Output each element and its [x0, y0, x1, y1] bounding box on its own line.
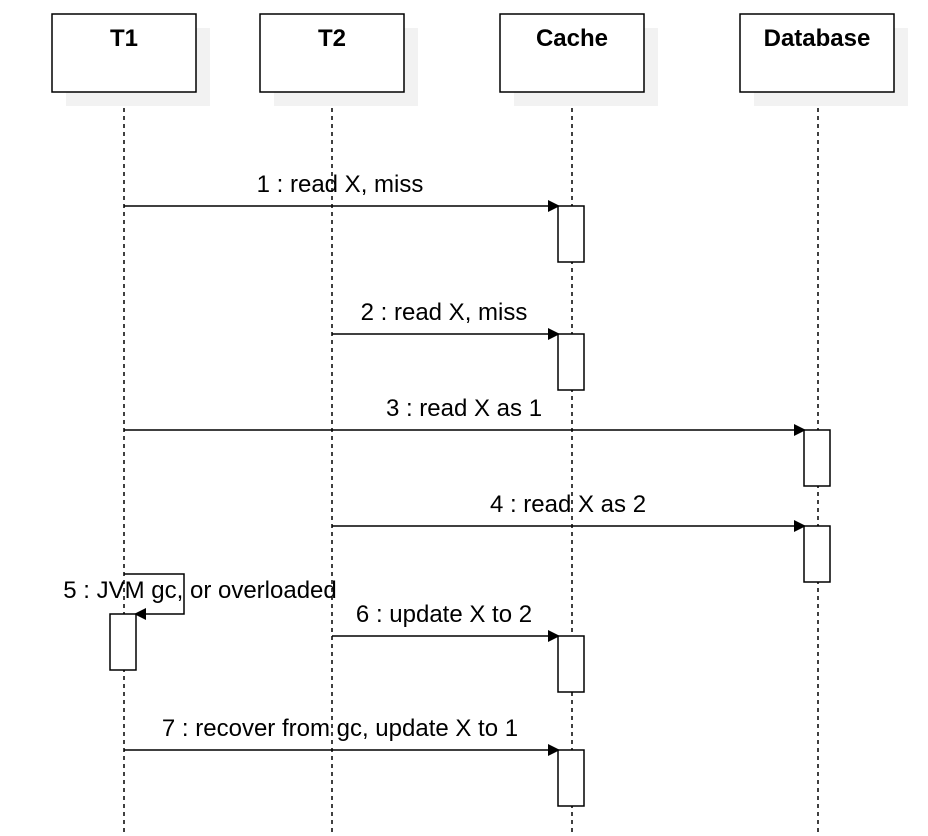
- message-7[interactable]: 7 : recover from gc, update X to 1: [124, 715, 560, 756]
- activation-cache-2: [557, 333, 585, 391]
- actor-database[interactable]: Database: [739, 13, 908, 106]
- actor-label: Cache: [536, 25, 608, 52]
- actor-label: T1: [110, 25, 138, 52]
- message-label: 2 : read X, miss: [361, 299, 528, 326]
- message-4[interactable]: 4 : read X as 2: [332, 491, 806, 532]
- message-2[interactable]: 2 : read X, miss: [332, 299, 560, 340]
- activation-database-4: [803, 525, 831, 583]
- actor-box: [51, 13, 197, 93]
- message-label: 7 : recover from gc, update X to 1: [162, 715, 518, 742]
- activation-cache-1: [557, 205, 585, 263]
- message-label: 3 : read X as 1: [386, 395, 542, 422]
- actor-box: [739, 13, 895, 93]
- actor-t2[interactable]: T2: [259, 13, 418, 106]
- activation-t1-5: [109, 613, 137, 671]
- message-arrow: [124, 573, 185, 620]
- actor-label: T2: [318, 25, 346, 52]
- actor-box: [259, 13, 405, 93]
- message-5[interactable]: 5 : JVM gc, or overloaded: [63, 573, 337, 620]
- message-6[interactable]: 6 : update X to 2: [332, 601, 560, 642]
- actor-box: [499, 13, 645, 93]
- message-1[interactable]: 1 : read X, miss: [124, 171, 560, 212]
- actor-t1[interactable]: T1: [51, 13, 210, 106]
- message-label: 4 : read X as 2: [490, 491, 646, 518]
- actor-label: Database: [764, 25, 871, 52]
- activation-cache-7: [557, 749, 585, 807]
- activation-database-3: [803, 429, 831, 487]
- message-3[interactable]: 3 : read X as 1: [124, 395, 806, 436]
- message-label: 6 : update X to 2: [356, 601, 532, 628]
- message-label: 1 : read X, miss: [257, 171, 424, 198]
- message-label: 5 : JVM gc, or overloaded: [63, 577, 336, 604]
- activation-cache-6: [557, 635, 585, 693]
- actor-cache[interactable]: Cache: [499, 13, 658, 106]
